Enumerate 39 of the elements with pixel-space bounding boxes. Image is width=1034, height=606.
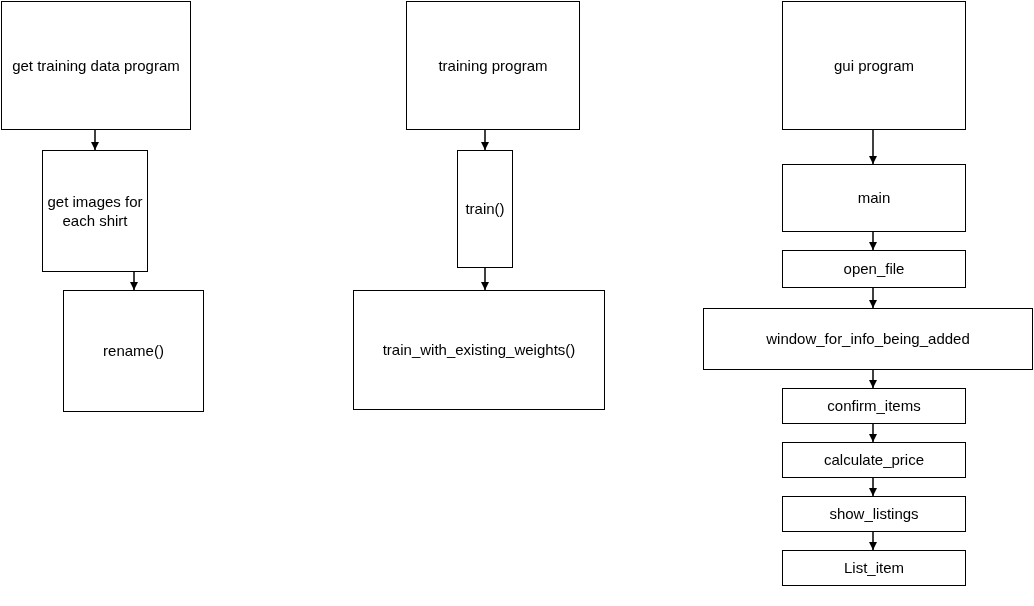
box-label: show_listings — [828, 504, 920, 524]
box-label: train() — [464, 199, 506, 219]
arrow — [130, 271, 138, 291]
box-label: rename() — [102, 341, 165, 361]
box-label: get images for each shirt — [46, 191, 144, 231]
arrow — [869, 369, 877, 389]
box-label: window_for_info_being_added — [765, 329, 971, 349]
box-label: training program — [437, 55, 549, 76]
process-box — [42, 150, 148, 272]
process-box — [782, 550, 966, 586]
process-box — [782, 250, 966, 288]
box-label: List_item — [843, 558, 905, 578]
arrow — [869, 477, 877, 497]
process-box — [406, 1, 580, 130]
process-box — [782, 442, 966, 478]
process-box — [353, 290, 605, 410]
arrow — [869, 231, 877, 251]
process-box — [782, 388, 966, 424]
arrow — [869, 129, 877, 165]
box-label: confirm_items — [826, 396, 922, 416]
arrow — [869, 423, 877, 443]
arrow — [91, 129, 99, 151]
process-box — [782, 164, 966, 232]
box-label: gui program — [832, 55, 915, 76]
process-box — [1, 1, 191, 130]
box-label: train_with_existing_weights() — [381, 340, 577, 360]
box-label: open_file — [842, 259, 906, 279]
process-box — [457, 150, 513, 268]
arrow — [869, 531, 877, 551]
box-label: main — [856, 188, 892, 208]
arrow — [481, 267, 489, 291]
box-label: calculate_price — [822, 450, 926, 470]
box-label: get training data program — [11, 55, 181, 76]
arrow — [481, 129, 489, 151]
process-box — [782, 496, 966, 532]
process-box — [782, 1, 966, 130]
process-box — [63, 290, 204, 412]
arrow — [869, 287, 877, 309]
process-box — [703, 308, 1033, 370]
